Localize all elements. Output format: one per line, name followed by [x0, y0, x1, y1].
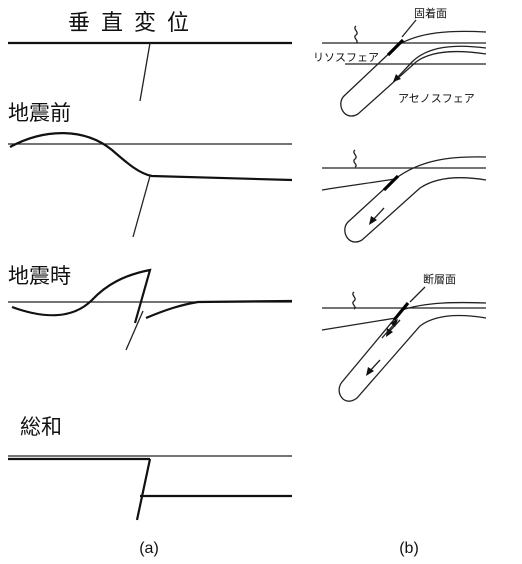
- slab-outline-top: [340, 44, 487, 117]
- lower-slip-arrow-a: [381, 322, 396, 339]
- coast-mark-bottom: [352, 291, 356, 310]
- label-asthenosphere: アセノスフェア: [398, 92, 475, 105]
- fault-line-top: [139, 42, 151, 102]
- locked-surface-middle: [382, 174, 400, 192]
- arrowhead-top: [393, 74, 401, 82]
- fault-line-sum: [135, 458, 152, 521]
- title-before-earthquake: 地震前: [8, 101, 71, 125]
- uplift-curve-during: [11, 268, 152, 324]
- arrowhead-middle: [369, 216, 377, 225]
- rupture-surface-bottom: [392, 301, 410, 322]
- label-fault-surface: 断層面: [423, 272, 456, 286]
- caption-a: (a): [139, 540, 159, 557]
- subsidence-curve-during: [145, 299, 293, 320]
- upper-arrowhead: [386, 328, 393, 337]
- lower-arrowhead-a: [390, 319, 398, 327]
- leader-fault-surface: [409, 286, 426, 303]
- label-coupling-surface: 固着面: [414, 6, 447, 20]
- lithosphere-base-middle: [321, 178, 396, 191]
- deformation-curve-before: [9, 132, 293, 182]
- title-sum: 総和: [20, 415, 62, 439]
- slab-outline-bottom: [338, 309, 487, 402]
- deep-arrowhead: [366, 367, 374, 376]
- locked-surface-top: [386, 38, 405, 57]
- label-lithosphere: リソスフェア: [313, 51, 379, 64]
- plate-top-surface-top: [397, 30, 487, 46]
- title-during-earthquake: 地震時: [8, 264, 71, 288]
- lithosphere-base-bottom: [321, 317, 397, 331]
- coast-mark-top: [354, 25, 358, 44]
- fault-line-before: [132, 175, 151, 238]
- title-vertical-displacement: 垂直変位: [68, 11, 200, 36]
- leader-coupling-surface: [401, 19, 417, 38]
- panel-b: 固着面 リソスフェア アセノスフェア 断層面: [313, 6, 487, 557]
- plate-motion-arrow-top: [396, 45, 487, 79]
- plate-top-surface-middle: [394, 156, 487, 180]
- caption-b: (b): [399, 540, 419, 557]
- panel-a: 垂直変位 地震前 地震時 総和 (a): [8, 11, 293, 557]
- coast-mark-middle: [353, 149, 357, 168]
- slab-outline-middle: [344, 176, 487, 243]
- fault-line-during: [125, 310, 144, 351]
- plate-top-surface-bottom: [401, 301, 487, 311]
